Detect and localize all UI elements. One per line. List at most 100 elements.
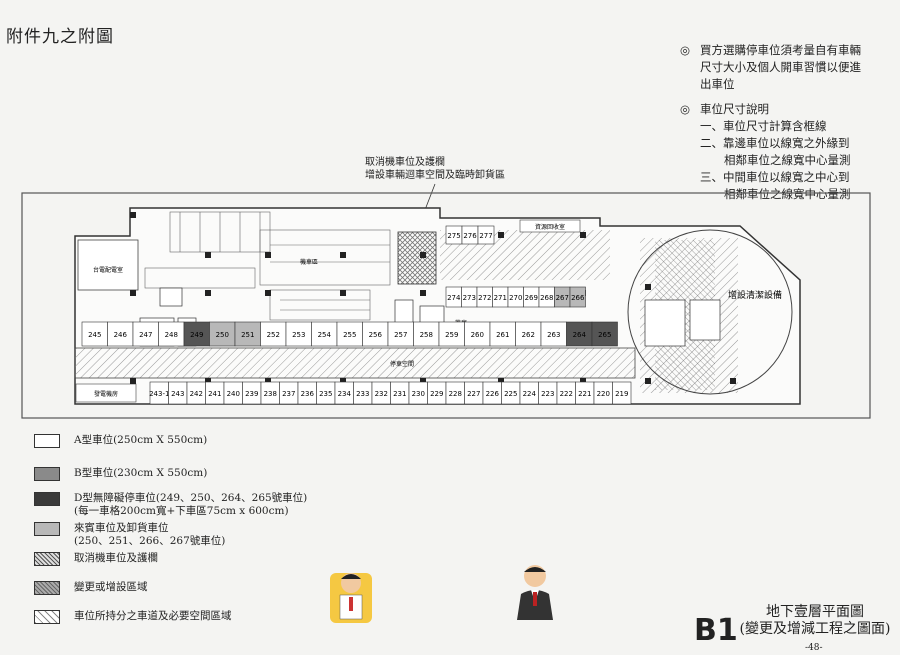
parking-slot-number: 246 (114, 331, 128, 339)
cleaning-label: 增設清潔設備 (728, 289, 782, 301)
parking-slot-number: 264 (573, 331, 587, 339)
legend-item: 來賓車位及卸貨車位 (250、251、266、267號車位) (34, 522, 225, 548)
parking-slot (362, 321, 389, 347)
parking-slot-number: 277 (479, 232, 492, 240)
parking-slot (477, 225, 495, 245)
legend-label: 變更或增設區域 (74, 581, 148, 593)
parking-slot-number: 274 (447, 294, 461, 302)
legend-text-group: D型無障礙停車位(249、250、264、265號車位) (每一車格200cm寬… (74, 492, 307, 518)
mascot-left-image (330, 573, 372, 623)
legend-swatch-change (34, 581, 60, 595)
legend-label: B型車位(230cm X 550cm) (74, 467, 208, 479)
callout-note: 取消機車位及護欄 增設車輛迴車空間及臨時卸貨區 (365, 156, 505, 182)
power-room-label: 台電配電室 (93, 266, 123, 274)
legend-swatch-a (34, 434, 60, 448)
legend-swatch-b (34, 467, 60, 481)
parking-slot-number: 265 (598, 331, 611, 339)
callout-line: 增設車輛迴車空間及臨時卸貨區 (365, 170, 505, 181)
parking-slot-number: 261 (496, 331, 509, 339)
parking-slot-number: 269 (525, 294, 538, 302)
parking-slot-number: 268 (540, 294, 553, 302)
parking-slot (591, 321, 618, 347)
driveway (74, 347, 636, 379)
note-line: 尺寸大小及個人開車習慣以便進 (700, 60, 861, 74)
double-circle-icon: ◎ (680, 43, 691, 57)
parking-slot (438, 321, 465, 347)
parking-slot (311, 321, 338, 347)
legend-item: D型無障礙停車位(249、250、264、265號車位) (每一車格200cm寬… (34, 492, 307, 518)
parking-slot (413, 321, 440, 347)
legend-swatch-cancel (34, 552, 60, 566)
parking-slot-number: 228 (449, 390, 462, 398)
parking-slot-number: 236 (301, 390, 315, 398)
parking-slot-number: 239 (245, 390, 258, 398)
note-bullet-2: ◎ 車位尺寸說明 (680, 101, 895, 118)
generator-room (75, 383, 137, 403)
parking-slot-number: 247 (139, 331, 152, 339)
parking-slot-number: 270 (509, 294, 522, 302)
recycle-room-label: 資源回收室 (535, 223, 565, 231)
parking-slot (540, 321, 567, 347)
parking-slot (158, 321, 185, 347)
note-line: 車位尺寸說明 (700, 102, 769, 116)
parking-slot-number: 221 (578, 390, 591, 398)
parking-slot-number: 234 (338, 390, 352, 398)
legend-text-group: 來賓車位及卸貨車位 (250、251、266、267號車位) (74, 522, 225, 548)
parking-slot (81, 321, 108, 347)
parking-slot-number: 230 (412, 390, 425, 398)
parking-slot (336, 321, 363, 347)
parking-slot-number: 232 (375, 390, 388, 398)
cancelled-area (397, 231, 437, 285)
floor-title-line: (變更及增減工程之圖面) (739, 621, 891, 637)
parking-slot (132, 321, 159, 347)
parking-slot (489, 321, 516, 347)
note-item: 三、中間車位以線寬之中心到 (700, 170, 850, 184)
parking-slot-number: 223 (541, 390, 554, 398)
parking-slot-number: 233 (356, 390, 369, 398)
legend-label: A型車位(250cm X 550cm) (74, 434, 208, 446)
parking-slot-number: 267 (556, 294, 569, 302)
parking-slot (612, 381, 632, 405)
parking-slot-number: 258 (420, 331, 433, 339)
parking-slot-number: 243 (171, 390, 184, 398)
recycle-room (519, 219, 581, 233)
note-bullet-1: ◎ 買方選購停車位須考量自有車輛 (680, 42, 895, 59)
legend-label: 車位所持分之車道及必要空間區域 (74, 610, 232, 622)
parking-slot (387, 321, 414, 347)
parking-slot-number: 245 (88, 331, 101, 339)
legend-swatch-c (34, 522, 60, 536)
note-item: 二、靠邊車位以線寬之外緣到 (700, 136, 850, 150)
note-item: 相鄰車位之線寬中心量測 (724, 153, 851, 167)
callout-line: 取消機車位及護欄 (365, 157, 445, 168)
parking-slot-number: 242 (190, 390, 203, 398)
parking-slot (234, 321, 261, 347)
parking-slot-number: 219 (615, 390, 628, 398)
parking-slot-number: 273 (463, 294, 476, 302)
parking-slot (464, 321, 491, 347)
legend-item: A型車位(250cm X 550cm) (34, 434, 207, 448)
parking-slot-number: 231 (393, 390, 406, 398)
legend-label: (每一車格200cm寬+下車區75cm x 600cm) (74, 505, 289, 517)
legend-item: 變更或增設區域 (34, 581, 148, 595)
double-circle-icon: ◎ (680, 102, 691, 116)
motorcycle-area (144, 211, 391, 321)
parking-slot-number: 229 (430, 390, 443, 398)
parking-slot-number: 253 (292, 331, 305, 339)
parking-slot-number: 262 (522, 331, 535, 339)
note-line: 買方選購停車位須考量自有車輛 (700, 43, 861, 57)
parking-slot-number: 275 (447, 232, 460, 240)
legend-label: 來賓車位及卸貨車位 (74, 522, 169, 534)
legend-item: B型車位(230cm X 550cm) (34, 467, 207, 481)
parking-slot-number: 237 (282, 390, 295, 398)
parking-slot-number: 226 (486, 390, 500, 398)
floor-title: 地下壹層平面圖 (變更及增減工程之圖面) (732, 604, 898, 638)
parking-slot-number: 238 (264, 390, 277, 398)
parking-slot-number: 254 (318, 331, 332, 339)
parking-slot-number: 266 (571, 294, 585, 302)
parking-slot-number: 259 (445, 331, 458, 339)
